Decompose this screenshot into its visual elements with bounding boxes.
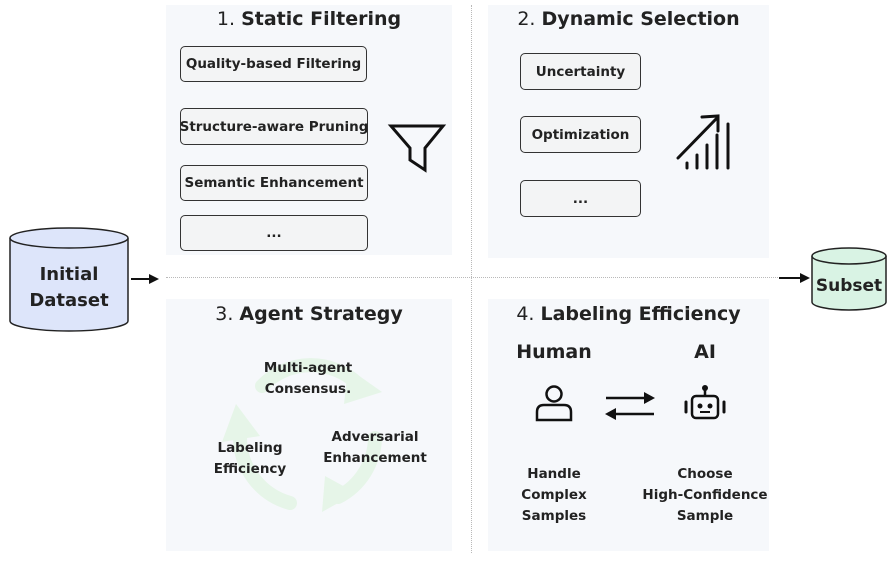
panel-agent-strategy <box>166 299 452 551</box>
panel-title-dynamic-selection: 2. Dynamic Selection <box>517 8 740 30</box>
panel-title-labeling-efficiency: 4. Labeling Efficiency <box>516 303 741 325</box>
vertical-divider <box>471 5 472 553</box>
exchange-arrows-icon <box>605 392 655 420</box>
more-selection-methods-box: ... <box>520 180 641 217</box>
ai-title: AI <box>694 341 716 363</box>
human-description: Handle Complex Samples <box>521 466 587 524</box>
human-title: Human <box>516 341 592 363</box>
subset-label: Subset <box>815 276 883 296</box>
semantic-enhancement-box: Semantic Enhancement <box>180 165 368 201</box>
funnel-icon <box>387 124 447 173</box>
initial-dataset-cylinder <box>9 227 129 332</box>
person-icon <box>535 385 573 422</box>
panel-labeling-efficiency <box>488 299 769 551</box>
cycle-arrows-icon <box>222 358 382 512</box>
adversarial-enhancement-label: Adversarial Enhancement <box>323 429 427 466</box>
ai-description: Choose High-Confidence Sample <box>642 466 768 524</box>
horizontal-divider <box>166 277 778 278</box>
optimization-box: Optimization <box>520 116 641 153</box>
quality-based-filtering-box: Quality-based Filtering <box>180 46 367 82</box>
panel-title-static-filtering: 1. Static Filtering <box>216 8 402 30</box>
labeling-efficiency-cycle-label: Labeling Efficiency <box>213 440 287 477</box>
more-filtering-methods-box: ... <box>180 215 368 251</box>
multi-agent-consensus-label: Multi-agent Consensus. <box>263 360 353 397</box>
initial-dataset-label: Initial Dataset <box>29 264 109 311</box>
robot-icon <box>684 385 726 420</box>
trend-up-bars-icon <box>676 114 730 170</box>
uncertainty-box: Uncertainty <box>520 53 641 90</box>
panel-title-agent-strategy: 3. Agent Strategy <box>215 303 403 325</box>
subset-cylinder <box>811 247 887 311</box>
structure-aware-pruning-box: Structure-aware Pruning <box>180 108 368 145</box>
